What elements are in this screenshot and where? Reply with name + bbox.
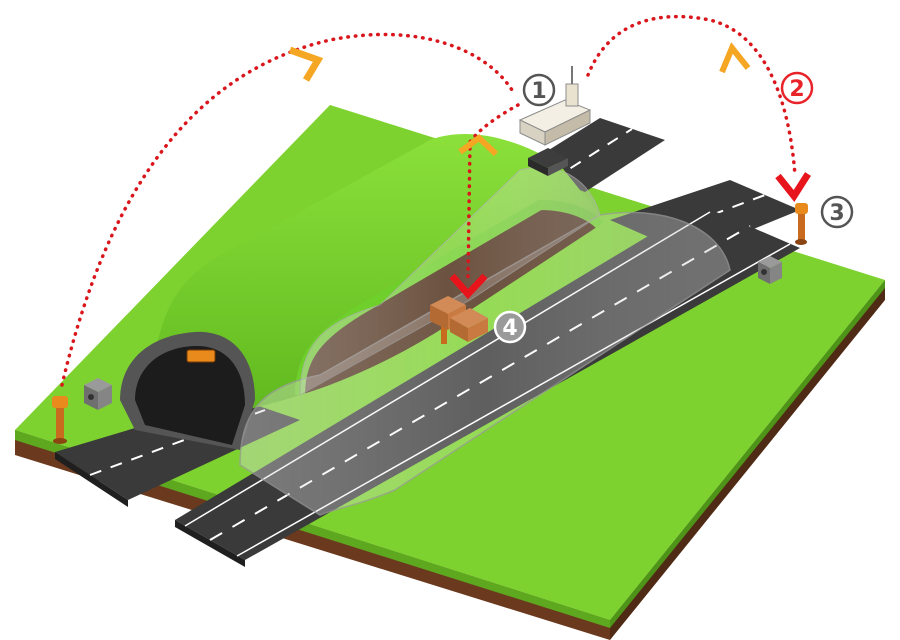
tunnel-portal [120,331,255,450]
step-marker-2: 2 [780,71,814,105]
sensor-pole-icon [795,203,808,245]
tube-body [239,211,731,516]
arrow-up-icon [458,134,499,157]
equipment-boxes [430,296,488,342]
building-tower [565,83,579,107]
building-side [544,109,591,146]
step-marker-label: 1 [531,79,546,104]
step-marker-label: 2 [789,77,804,102]
glass-tube-canopy [239,166,731,516]
step-marker-3: 3 [820,195,854,229]
arrow-up-icon [719,42,751,74]
truck-icon [528,148,568,176]
step-marker-label: 3 [829,201,844,226]
arrow-down-icon [775,172,811,203]
tunnel-led-sign-icon [186,349,216,363]
step-marker-1: 1 [522,73,556,107]
road-edge [55,452,128,507]
flow-arc-right [586,14,797,177]
arrow-down-icon [449,273,488,300]
portal-opening [135,345,245,445]
road-edge [175,520,245,567]
equipment-cabinet-icon [758,256,782,284]
equipment-cabinet-icon [84,378,112,410]
tube-body-upper [299,166,601,396]
arrow-up-icon [288,46,324,82]
step-marker-4: 4 [493,310,527,344]
flow-arc-left [60,32,517,387]
ground-side-grass-right [610,280,885,628]
step-marker-label: 4 [502,316,517,341]
control-building-icon [518,66,592,146]
lane-mark [551,128,633,181]
sensor-pole-icon [52,396,68,444]
